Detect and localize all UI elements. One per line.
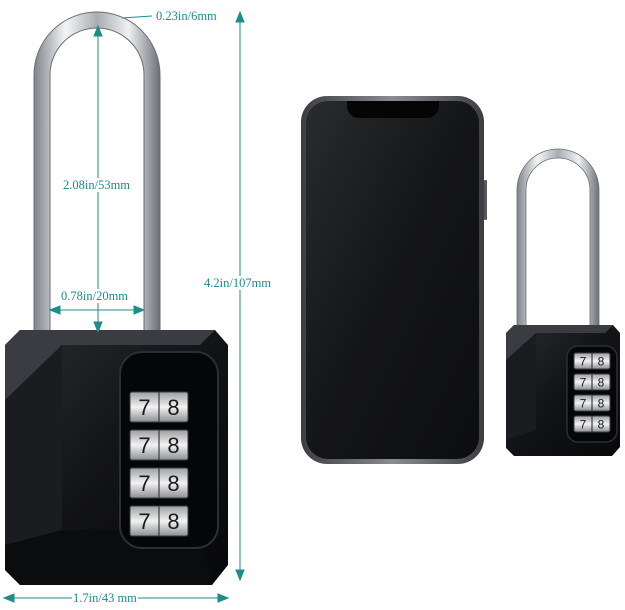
- body-width-arrow-left: [2, 593, 15, 603]
- inner-width-label: 0.78in/20mm: [60, 289, 130, 303]
- phone-screen: [306, 101, 479, 459]
- body-width-arrow-right: [217, 593, 230, 603]
- small-dial-digit-right: 8: [598, 354, 605, 368]
- small-dial-digit-left: 7: [580, 417, 587, 431]
- small-dial-digit-right: 8: [598, 396, 605, 410]
- small-dial-digit-left: 7: [580, 396, 587, 410]
- small-dial-digit-right: 8: [598, 375, 605, 389]
- small-dial-digit-left: 7: [580, 375, 587, 389]
- phone-side-button: [484, 180, 487, 220]
- phone-notch: [347, 101, 439, 118]
- small-lock-bevel: [506, 325, 613, 360]
- shackle-height-arrow-bottom: [93, 321, 103, 334]
- small-dial-digit-right: 8: [598, 417, 605, 431]
- large-dial-digit-right: 8: [167, 395, 179, 420]
- shackle-height-arrow-top: [93, 24, 103, 37]
- shackle-thickness-leader: [121, 15, 153, 19]
- small-dial-digit-left: 7: [580, 354, 587, 368]
- large-dial-digit-right: 8: [167, 433, 179, 458]
- large-dial-digit-left: 7: [138, 433, 150, 458]
- small-lock-left-facet: [506, 333, 536, 440]
- large-dial-digit-left: 7: [138, 471, 150, 496]
- inner-width-arrow-right: [133, 305, 146, 315]
- overall-height-arrow-bottom: [235, 569, 245, 582]
- large-dial-digit-right: 8: [167, 509, 179, 534]
- inner-width-arrow-left: [48, 305, 61, 315]
- large-dial-digit-left: 7: [138, 395, 150, 420]
- large-dial-digit-left: 7: [138, 509, 150, 534]
- body-width-label: 1.7in/43 mm: [72, 591, 138, 605]
- overall-height-arrow-top: [235, 10, 245, 23]
- shackle-thickness-label: 0.23in/6mm: [155, 9, 218, 23]
- shackle-height-label: 2.08in/53mm: [62, 178, 132, 192]
- small-shackle: [516, 148, 600, 336]
- large-lock-bevel: [5, 330, 215, 400]
- overall-height-label: 4.2in/107mm: [203, 276, 273, 290]
- large-lock-left-facet: [5, 345, 62, 545]
- large-shackle: [33, 11, 161, 346]
- smartphone: [301, 96, 487, 464]
- large-dial-digit-right: 8: [167, 471, 179, 496]
